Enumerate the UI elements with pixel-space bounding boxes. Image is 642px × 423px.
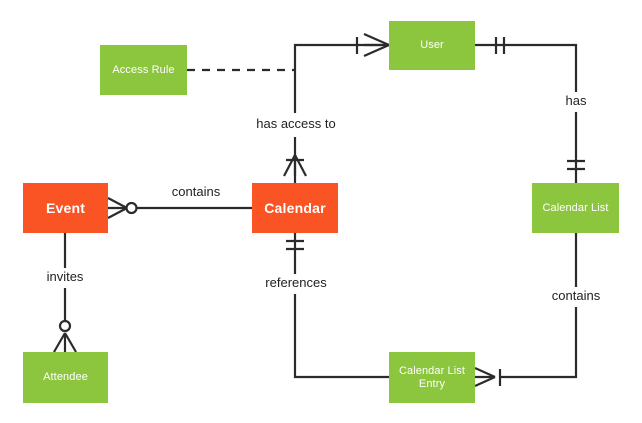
relationship-label-has: has [562, 93, 590, 108]
relationship-label-contains-event-calendar: contains [168, 184, 224, 199]
entity-calendar[interactable]: Calendar [252, 183, 338, 233]
cardinality-exactly-one-user-right [494, 37, 506, 54]
cardinality-exactly-one-calendar-bottom [286, 239, 304, 251]
edge-calendar-list-contains-bottom [500, 307, 578, 379]
cardinality-exactly-one-calendar-list-top [567, 159, 585, 171]
entity-label: Calendar List Entry [398, 364, 466, 390]
entity-label: Calendar List [542, 201, 609, 214]
entity-label: Event [45, 199, 86, 216]
entity-user[interactable]: User [389, 21, 475, 70]
cardinality-zero-or-many-attendee-top [58, 319, 72, 333]
edge-user-has-top [475, 43, 578, 92]
relationship-label-invites: invites [43, 269, 87, 284]
relationship-label-contains-calendar-list: contains [548, 288, 604, 303]
cardinality-one-to-many-entry-right [474, 366, 502, 388]
entity-label: Attendee [43, 371, 88, 384]
crowsfoot-attendee-top [53, 332, 77, 353]
entity-label: User [420, 39, 444, 52]
entity-calendar-list-entry[interactable]: Calendar List Entry [389, 352, 475, 403]
cardinality-many-one-user-left [355, 32, 390, 58]
entity-attendee[interactable]: Attendee [23, 352, 108, 403]
entity-label: Access Rule [112, 63, 175, 76]
relationship-label-references: references [262, 275, 330, 290]
entity-access-rule[interactable]: Access Rule [100, 45, 187, 95]
relationship-label-has-access-to: has access to [253, 116, 339, 131]
cardinality-zero-or-many-event-right [107, 197, 138, 219]
cardinality-many-one-calendar-top [283, 154, 307, 177]
entity-calendar-list[interactable]: Calendar List [532, 183, 619, 233]
edge-calendar-references-bottom [293, 294, 389, 379]
entity-label: Calendar [264, 199, 326, 216]
entity-event[interactable]: Event [23, 183, 108, 233]
edge-user-has-access-to-top [293, 43, 389, 113]
